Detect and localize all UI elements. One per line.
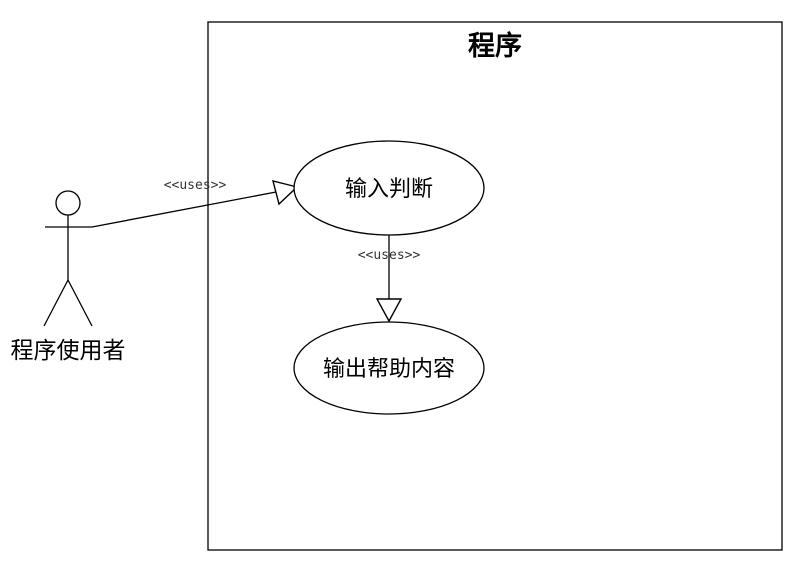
actor-label: 程序使用者 — [11, 338, 126, 364]
association-arrowhead-actor-input — [272, 180, 299, 206]
use-case-output-help[interactable] — [293, 321, 485, 415]
stereotype-actor-input: <<uses>> — [164, 178, 227, 193]
actor-figure[interactable] — [43, 190, 93, 327]
actor-head — [55, 190, 81, 216]
association-line-actor-input — [91, 191, 277, 228]
use-case-output-help-label: 输出帮助内容 — [323, 357, 455, 382]
use-case-input-check-label: 输入判断 — [345, 177, 433, 202]
uses-arrowhead-input-output — [375, 298, 403, 323]
system-title: 程序 — [468, 30, 522, 62]
system-boundary — [207, 21, 783, 551]
actor-left-leg — [43, 279, 69, 327]
actor-right-leg — [67, 279, 93, 327]
stereotype-input-output: <<uses>> — [358, 248, 421, 263]
